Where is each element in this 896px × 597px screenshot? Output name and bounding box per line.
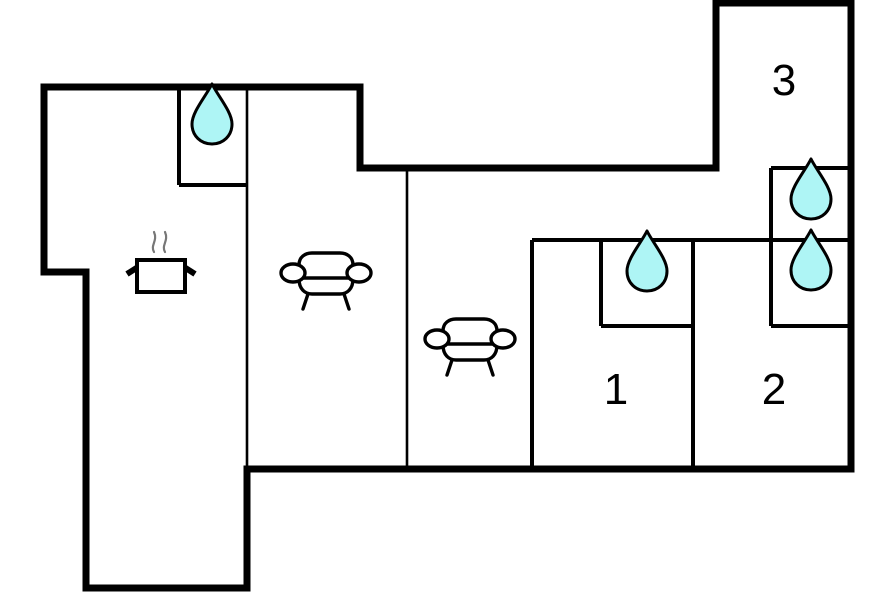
outer-wall-outline	[40, 0, 855, 592]
cooking-pot-icon	[127, 232, 195, 292]
icons-group	[127, 82, 833, 377]
room-labels-group: 1 2 3	[604, 56, 796, 414]
sofa-icon	[279, 251, 373, 311]
room-label-1: 1	[604, 365, 628, 414]
walls-group	[40, 0, 855, 592]
sofa-icon	[423, 317, 517, 377]
room-label-3: 3	[772, 56, 796, 105]
room-label-2: 2	[762, 365, 786, 414]
water-drop-icon	[190, 82, 234, 146]
